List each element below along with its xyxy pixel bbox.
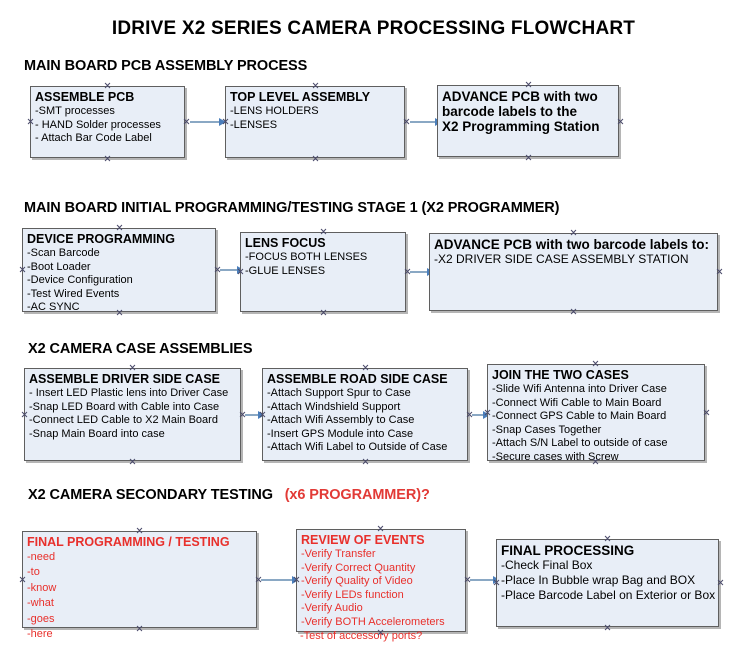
node-heading: ADVANCE PCB with two — [442, 89, 598, 104]
page-title: IDRIVE X2 SERIES CAMERA PROCESSING FLOWC… — [111, 18, 636, 39]
connector-arrow-head-icon — [292, 575, 299, 584]
node-line: -Attach Wifi Label to Outside of Case — [267, 441, 448, 454]
node-heading: REVIEW OF EVENTS — [301, 533, 425, 547]
node-heading: ASSEMBLE DRIVER SIDE CASE — [29, 372, 221, 386]
connector-arrow — [410, 271, 428, 273]
node-line: -to — [27, 566, 40, 579]
node-line: -SMT processes — [35, 105, 115, 117]
node-line: -need — [27, 551, 56, 563]
section-header-x2-camera-case-assemblies: X2 CAMERA CASE ASSEMBLIES — [28, 341, 253, 357]
connector-arrow — [220, 269, 238, 271]
node-line: -what — [27, 597, 54, 610]
node-heading: ADVANCE PCB with two barcode labels to: — [434, 237, 710, 252]
node-heading: JOIN THE TWO CASES — [492, 368, 629, 382]
node-line: - HAND Solder processes — [35, 118, 161, 131]
node-line: -know — [27, 581, 57, 594]
node-review-of-events[interactable]: REVIEW OF EVENTS -Verify Transfer -Verif… — [296, 529, 466, 632]
node-line: -Verify Correct Quantity — [301, 561, 416, 574]
node-line: -goes — [27, 612, 55, 625]
node-device-programming[interactable]: DEVICE PROGRAMMING -Scan Barcode -Boot L… — [22, 228, 216, 314]
node-line: -AC SYNC — [27, 301, 80, 314]
node-line: -Connect LED Cable to X2 Main Board — [29, 414, 218, 427]
node-line: -Attach S/N Label to outside of case — [492, 437, 668, 450]
node-line: - Insert LED Plastic lens into Driver Ca… — [29, 387, 229, 399]
node-line: -Attach Windshield Support — [267, 400, 401, 413]
node-line: -Snap Cases Together — [492, 423, 602, 436]
connector-arrow-head-icon — [483, 410, 490, 419]
node-line: -Check Final Box — [501, 558, 593, 572]
section-header-main-board-initial-programming: MAIN BOARD INITIAL PROGRAMMING/TESTING S… — [24, 200, 560, 216]
node-line: -Connect Wifi Cable to Main Board — [492, 396, 662, 409]
node-advance-pcb-to-driver-side-case[interactable]: ADVANCE PCB with two barcode labels to: … — [429, 233, 718, 311]
node-line: -Attach Support Spur to Case — [267, 387, 411, 399]
node-line: -Boot Loader — [27, 260, 91, 273]
node-heading: DEVICE PROGRAMMING — [27, 232, 175, 246]
node-line: -Slide Wifi Antenna into Driver Case — [492, 383, 667, 395]
section-header-note: (x6 PROGRAMMER)? — [284, 487, 430, 503]
node-assemble-driver-side-case[interactable]: ASSEMBLE DRIVER SIDE CASE - Insert LED P… — [24, 368, 241, 461]
node-line: -Verify LEDs function — [301, 588, 404, 601]
node-line: -here — [27, 628, 53, 641]
section-header-text: MAIN BOARD PCB ASSEMBLY PROCESS — [24, 58, 308, 74]
node-line: -GLUE LENSES — [245, 264, 326, 277]
node-lens-focus[interactable]: LENS FOCUS -FOCUS BOTH LENSES -GLUE LENS… — [240, 232, 406, 312]
node-heading: FINAL PROGRAMMING / TESTING — [27, 535, 230, 549]
node-line: barcode labels to the — [442, 104, 578, 119]
node-line: -Scan Barcode — [27, 247, 100, 259]
section-header-text: X2 CAMERA SECONDARY TESTING — [28, 487, 273, 503]
node-heading: LENS FOCUS — [245, 236, 326, 250]
connector-arrow — [245, 414, 259, 416]
node-line: -Attach Wifi Assembly to Case — [267, 414, 415, 427]
node-line: -Verify Quality of Video — [301, 575, 413, 588]
connector-arrow-head-icon — [219, 117, 226, 126]
node-final-programming-testing[interactable]: FINAL PROGRAMMING / TESTING -need -to -k… — [22, 531, 257, 640]
section-header-main-board-pcb-assembly: MAIN BOARD PCB ASSEMBLY PROCESS — [24, 58, 307, 74]
node-heading: TOP LEVEL ASSEMBLY — [230, 90, 371, 104]
node-line: -Verify BOTH Accelerometers — [301, 615, 445, 628]
node-overflow-line: -Test of accessory ports? — [300, 630, 423, 642]
node-join-the-two-cases[interactable]: JOIN THE TWO CASES -Slide Wifi Antenna i… — [487, 364, 705, 463]
node-heading: FINAL PROCESSING — [501, 543, 635, 558]
node-line: -Verify Audio — [301, 602, 363, 615]
connector-arrow — [472, 414, 484, 416]
node-heading: ASSEMBLE PCB — [35, 90, 135, 104]
connector-arrow — [190, 121, 220, 123]
node-final-processing[interactable]: FINAL PROCESSING -Check Final Box -Place… — [496, 539, 719, 627]
connector-arrow — [261, 579, 293, 581]
section-header-x2-camera-secondary-testing: X2 CAMERA SECONDARY TESTING (x6 PROGRAMM… — [28, 487, 430, 503]
node-line: -Device Configuration — [27, 274, 133, 287]
section-header-text: MAIN BOARD INITIAL PROGRAMMING/TESTING S… — [24, 200, 560, 216]
node-line: -Verify Transfer — [301, 548, 376, 560]
node-line: -Snap Main Board into case — [29, 427, 165, 440]
connector-arrow-head-icon — [258, 410, 265, 419]
node-assemble-pcb[interactable]: ASSEMBLE PCB -SMT processes - HAND Solde… — [30, 86, 185, 158]
node-assemble-road-side-case[interactable]: ASSEMBLE ROAD SIDE CASE -Attach Support … — [262, 368, 468, 461]
node-line: -Place In Bubble wrap Bag and BOX — [501, 573, 696, 587]
node-line: -Test Wired Events — [27, 287, 120, 300]
node-line: -FOCUS BOTH LENSES — [245, 251, 368, 263]
node-line: -Place Barcode Label on Exterior or Box — [501, 588, 716, 602]
node-heading: ASSEMBLE ROAD SIDE CASE — [267, 372, 448, 386]
connector-arrow — [470, 579, 494, 581]
connector-arrow — [410, 121, 436, 123]
node-line: -Snap LED Board with Cable into Case — [29, 400, 220, 413]
node-advance-pcb-to-programming-station[interactable]: ADVANCE PCB with two barcode labels to t… — [437, 85, 619, 157]
node-line: -Connect GPS Cable to Main Board — [492, 410, 667, 423]
node-line: -X2 DRIVER SIDE CASE ASSEMBLY STATION — [434, 252, 689, 266]
node-line: -LENS HOLDERS — [230, 105, 319, 117]
node-line: X2 Programming Station — [442, 119, 600, 134]
node-top-level-assembly[interactable]: TOP LEVEL ASSEMBLY -LENS HOLDERS -LENSES — [225, 86, 405, 158]
section-header-text: X2 CAMERA CASE ASSEMBLIES — [28, 341, 253, 357]
node-line: -Secure cases with Screw — [492, 450, 619, 463]
node-line: - Attach Bar Code Label — [35, 132, 152, 145]
node-line: -LENSES — [230, 118, 278, 131]
node-line: -Insert GPS Module into Case — [267, 427, 414, 440]
